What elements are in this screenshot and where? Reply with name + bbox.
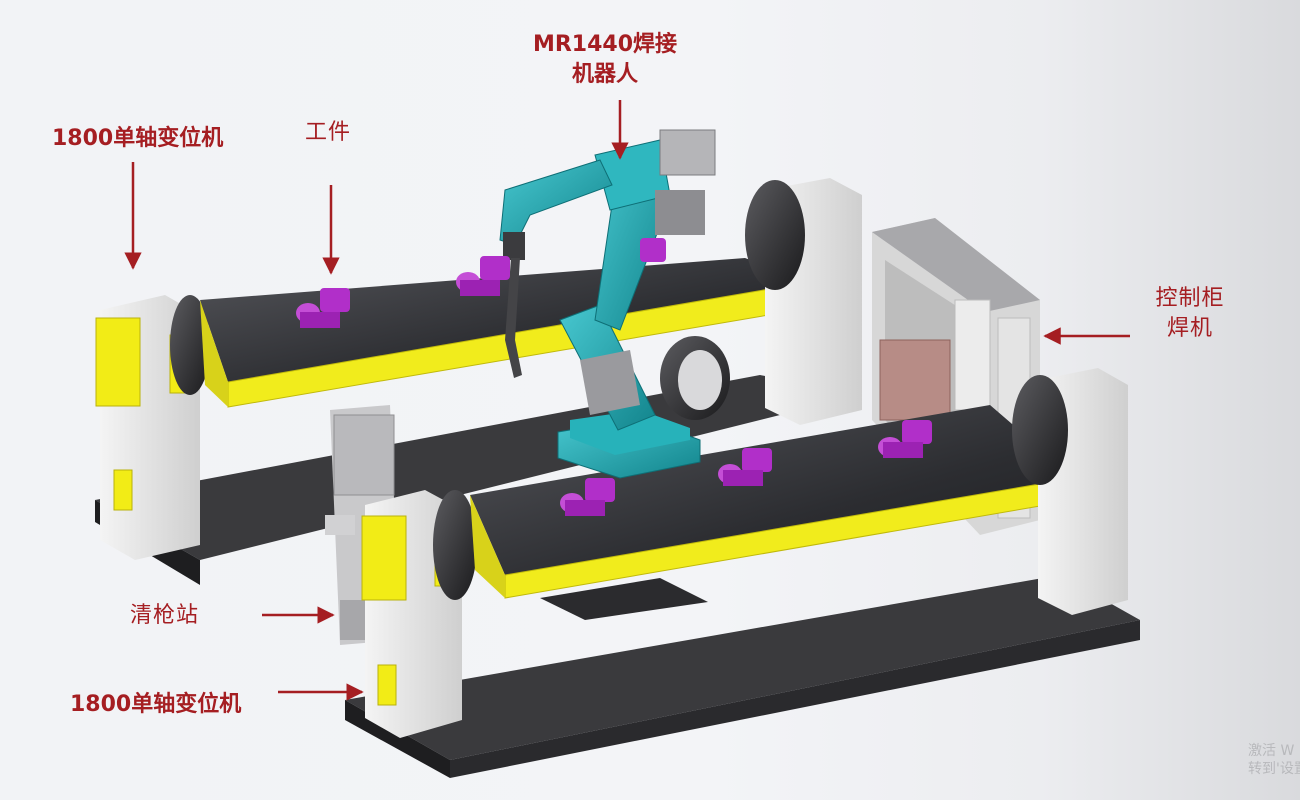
welding-torch — [505, 258, 522, 378]
upper-right-disc — [745, 180, 805, 290]
workpiece — [560, 478, 615, 516]
workpiece — [296, 288, 350, 328]
label-control-line1: 控制柜 — [1155, 286, 1225, 311]
label-torch-station: 清枪站 — [130, 603, 200, 628]
robot-forearm — [499, 159, 613, 246]
label-robot-line2: 机器人 — [571, 62, 638, 87]
welding-robot — [499, 129, 730, 479]
label-positioner-bottom: 1800单轴变位机 — [70, 692, 242, 717]
watermark: 激活 W 转到'设置 — [1248, 742, 1300, 778]
workpiece — [640, 238, 666, 262]
upper-left-control-box — [95, 317, 141, 407]
lower-positioner — [345, 368, 1140, 778]
lower-left-control-box — [361, 515, 407, 601]
lower-right-disc — [1012, 375, 1068, 485]
upper-table-top — [200, 258, 810, 382]
label-robot: MR1440焊接 机器人 — [510, 30, 700, 90]
workpieces — [296, 238, 932, 516]
workpiece — [718, 448, 772, 486]
upper-left-disc — [170, 295, 210, 395]
label-robot-line1: MR1440焊接 — [532, 32, 678, 57]
watermark-line1: 激活 W — [1248, 743, 1295, 759]
label-control-line2: 焊机 — [1166, 316, 1213, 341]
watermark-line2: 转到'设置 — [1248, 761, 1300, 777]
lower-table-top — [470, 405, 1075, 575]
welder-unit — [879, 339, 951, 421]
workpiece — [456, 256, 510, 296]
workpiece — [878, 420, 932, 458]
lower-left-disc — [433, 490, 477, 600]
lower-base-plate — [345, 575, 1140, 760]
annotation-arrows — [124, 100, 1130, 701]
label-workpiece: 工件 — [305, 120, 352, 145]
label-control-cabinet: 控制柜 焊机 — [1140, 284, 1240, 344]
label-positioner-top: 1800单轴变位机 — [52, 126, 224, 151]
